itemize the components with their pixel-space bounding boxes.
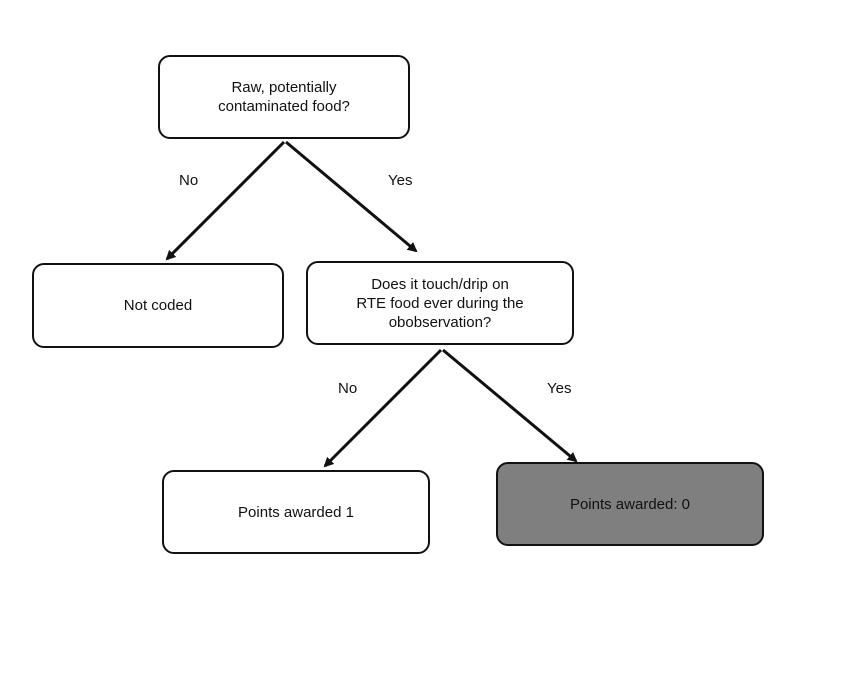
- touch-drip-question-text: Does it touch/drip on RTE food ever duri…: [356, 275, 524, 331]
- touch-drip-question-node: Does it touch/drip on RTE food ever duri…: [306, 261, 574, 345]
- not-coded-node: Not coded: [32, 263, 284, 348]
- arrow-touch-drip-to-points-one: [323, 348, 443, 468]
- arrow-root-to-touch-drip: [285, 140, 418, 253]
- points-awarded-zero-node: Points awarded: 0: [496, 462, 764, 546]
- edge-label-touch-yes: Yes: [547, 380, 572, 397]
- not-coded-text: Not coded: [123, 297, 193, 314]
- edge-label-root-no: No: [179, 172, 199, 189]
- points-awarded-one-text: Points awarded 1: [238, 503, 354, 521]
- root-question-text: Raw, potentially contaminated food?: [218, 79, 350, 115]
- edge-label-touch-no: No: [338, 380, 358, 397]
- points-awarded-zero-text: Points awarded: 0: [569, 495, 691, 513]
- root-question-node: Raw, potentially contaminated food?: [158, 55, 410, 139]
- points-awarded-one-node: Points awarded 1: [162, 470, 430, 554]
- arrow-root-to-not-coded: [165, 140, 286, 261]
- edge-label-root-yes: Yes: [388, 172, 413, 189]
- arrow-touch-drip-to-points-zero: [442, 348, 578, 463]
